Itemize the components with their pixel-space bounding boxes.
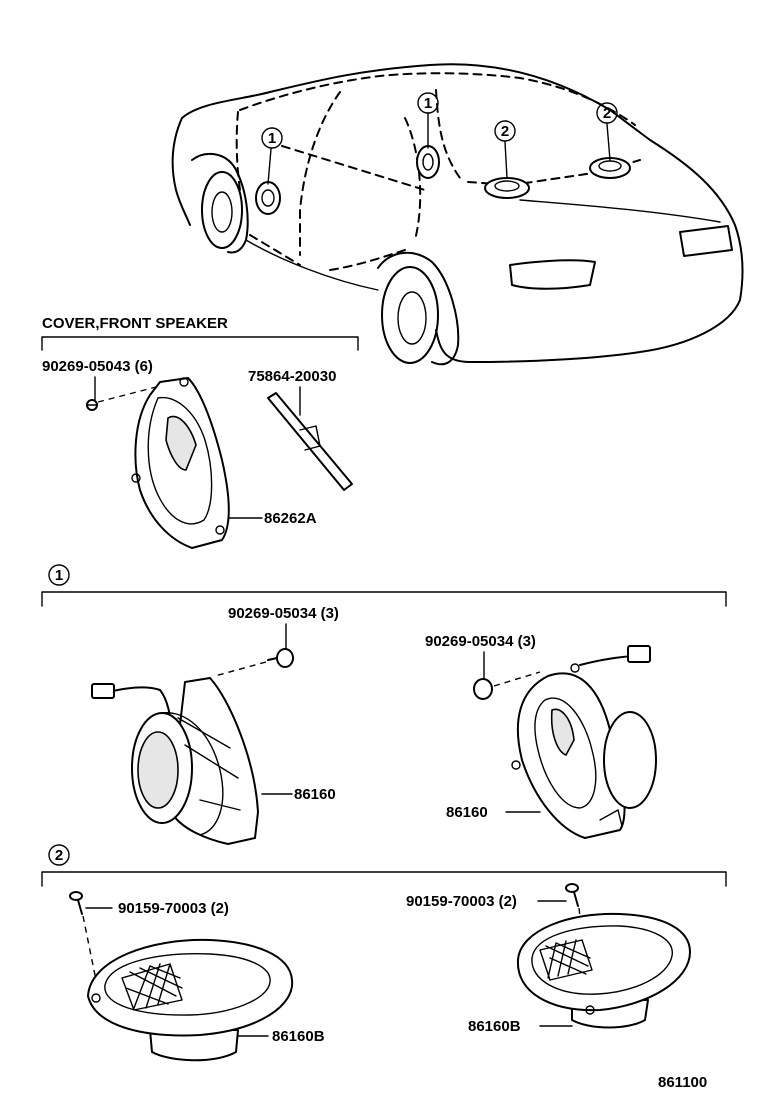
label-screw-cover: 90269-05043 (6)	[42, 358, 153, 375]
label-speaker-g1-right: 86160	[446, 804, 488, 821]
car-illustration	[171, 63, 744, 366]
label-screw-g1-left: 90269-05034 (3)	[228, 605, 339, 622]
label-speaker-g2-right: 86160B	[468, 1018, 521, 1035]
label-clip: 75864-20030	[248, 368, 336, 385]
diagram-id: 861100	[658, 1074, 707, 1091]
cover-front-speaker	[131, 377, 230, 549]
speaker-g2-left	[87, 938, 294, 1062]
car-marker-rear-shelf-left: 2	[494, 120, 516, 142]
cover-bracket	[41, 336, 359, 351]
speaker-g2-right	[516, 912, 691, 1029]
label-screw-g2-right: 90159-70003 (2)	[406, 893, 517, 910]
screw-g2-left	[69, 891, 99, 991]
svg-text:2: 2	[55, 847, 63, 864]
screw-g1-left	[214, 648, 294, 677]
svg-text:2: 2	[603, 105, 611, 122]
group2-marker: 2	[48, 844, 70, 866]
label-screw-g2-left: 90159-70003 (2)	[118, 900, 229, 917]
label-speaker-g1-left: 86160	[294, 786, 336, 803]
screw-cover	[86, 385, 161, 411]
label-screw-g1-right: 90269-05034 (3)	[425, 633, 536, 650]
svg-text:1: 1	[55, 567, 63, 584]
label-cover: 86262A	[264, 510, 317, 527]
svg-text:2: 2	[501, 123, 509, 140]
car-marker-rear-shelf-right: 2	[596, 102, 618, 124]
car-marker-front-door: 1	[261, 127, 283, 149]
speaker-g1-left	[91, 677, 259, 845]
car-marker-rear-door: 1	[417, 92, 439, 114]
section-title-cover: COVER,FRONT SPEAKER	[42, 315, 228, 332]
group1-marker: 1	[48, 564, 70, 586]
group2-bracket	[41, 871, 727, 887]
group1-bracket	[41, 591, 727, 607]
clip-part	[267, 392, 353, 491]
svg-text:1: 1	[424, 95, 432, 112]
speaker-g1-right	[511, 645, 657, 839]
label-speaker-g2-left: 86160B	[272, 1028, 325, 1045]
svg-text:1: 1	[268, 130, 276, 147]
screw-g1-right	[473, 671, 541, 700]
